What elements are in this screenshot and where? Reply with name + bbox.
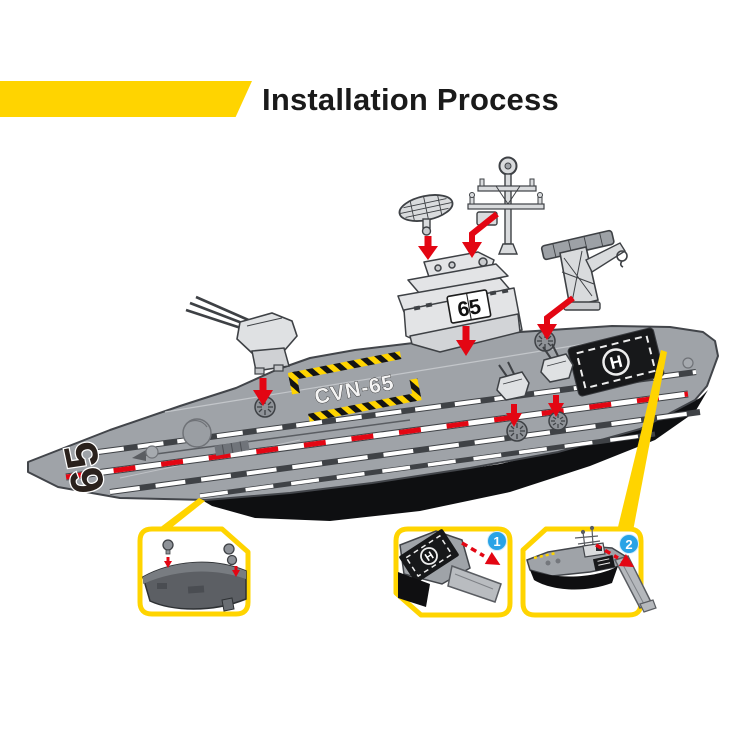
svg-text:H: H xyxy=(608,352,625,373)
helipad: H xyxy=(567,327,665,397)
title-accent-band xyxy=(0,81,252,117)
deck-detail-circle xyxy=(145,445,159,459)
hull-pin xyxy=(223,543,238,566)
island-number-plate: 65 xyxy=(446,289,492,324)
arrow-ciws-rear xyxy=(548,395,564,417)
svg-text:65: 65 xyxy=(53,438,115,499)
aircraft-carrier-illustration: 65 CVN-65 H xyxy=(27,325,719,521)
mini-install-arrows xyxy=(164,557,240,577)
arrow-antenna-mast xyxy=(462,211,499,258)
arrow-crane xyxy=(537,295,575,340)
page-title: Installation Process xyxy=(262,82,559,117)
arrow-island xyxy=(456,326,476,356)
mount-socket xyxy=(506,420,528,442)
slide-direction-arrow xyxy=(595,543,619,560)
island-windows xyxy=(413,288,509,311)
radar-dish-part xyxy=(398,194,454,236)
hull-pin xyxy=(162,539,174,555)
inset-masts xyxy=(574,525,601,549)
deck-detail-circle xyxy=(682,357,694,369)
step-1-badge: 1 xyxy=(487,531,507,551)
arrow-ciws-front xyxy=(506,404,522,427)
ciws-turret-part-rear xyxy=(540,343,574,383)
ciws-turret-part-front xyxy=(496,361,530,401)
catapult-guide-arrow xyxy=(132,419,411,461)
deck-crane-part xyxy=(540,229,628,311)
inset-stern-pad xyxy=(592,555,616,571)
deck-elevator-circle xyxy=(182,418,212,448)
fold-out-ramp xyxy=(447,564,502,603)
island-superstructure-part: 65 xyxy=(397,251,523,353)
svg-text:1: 1 xyxy=(493,534,500,549)
mount-socket xyxy=(548,411,568,431)
deck-panel-line xyxy=(164,334,641,413)
step-2-badge: 2 xyxy=(619,534,639,554)
install-arrows xyxy=(253,211,575,427)
bow-hull-number: 65 xyxy=(52,436,116,499)
antenna-mast-part xyxy=(467,156,545,255)
svg-text:2: 2 xyxy=(625,537,632,552)
gun-turret-part xyxy=(185,295,298,375)
callout-line-hull-bottom xyxy=(154,498,205,532)
inset-hull-bottom xyxy=(137,526,251,617)
inset-ship-ramp-deployed: 2 xyxy=(520,525,657,618)
arrow-radar-dish xyxy=(418,236,438,260)
arrow-gun-turret xyxy=(253,378,273,406)
deck-hatch xyxy=(214,440,250,456)
fold-direction-arrow xyxy=(461,541,485,558)
callout-line-stern xyxy=(617,350,667,531)
svg-text:65: 65 xyxy=(456,295,483,322)
inset-stern-ramp: H 1 xyxy=(393,526,513,618)
inset-helipad: H xyxy=(399,529,459,583)
